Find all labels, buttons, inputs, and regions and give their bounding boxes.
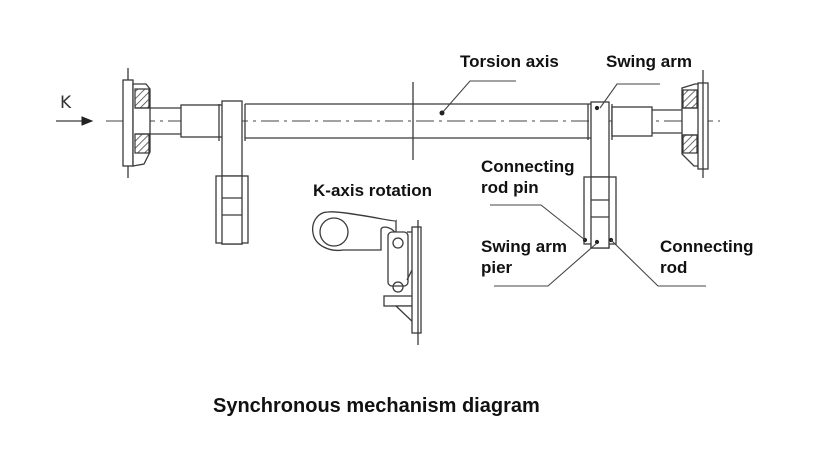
connecting-rod-pin-label-line2: rod pin: [481, 178, 539, 197]
left-swing-arm: [215, 100, 249, 245]
label-torsion-axis: Torsion axis: [439, 52, 559, 116]
left-bearing-assembly: [122, 68, 151, 178]
arrow-head-icon: [81, 116, 94, 126]
swing-arm-pier-label-line2: pier: [481, 258, 513, 277]
swing-arm-label: Swing arm: [606, 52, 692, 71]
right-swing-arm: [582, 101, 617, 249]
connecting-rod-label-line1: Connecting: [660, 237, 754, 256]
connecting-rod-label-line2: rod: [660, 258, 687, 277]
label-connecting-rod: Connecting rod: [610, 237, 754, 287]
k-view-arrow: K: [56, 93, 94, 126]
right-shaft: [611, 106, 682, 137]
k-axis-rotation-view: [312, 211, 422, 345]
diagram-caption: Synchronous mechanism diagram: [213, 395, 540, 417]
swing-arm-pier-label-line1: Swing arm: [481, 237, 567, 256]
k-view-label: K: [60, 93, 72, 113]
connecting-rod-pin-label-line1: Connecting: [481, 157, 575, 176]
torsion-axis-tube: [245, 82, 592, 160]
label-swing-arm: Swing arm: [599, 52, 692, 109]
label-swing-arm-pier: Swing arm pier: [481, 237, 598, 287]
torsion-axis-label: Torsion axis: [460, 52, 559, 71]
label-connecting-rod-pin: Connecting rod pin: [481, 157, 586, 241]
right-bearing-assembly: [681, 70, 709, 178]
label-k-axis-rotation: K-axis rotation: [313, 181, 432, 200]
k-axis-rotation-label: K-axis rotation: [313, 181, 432, 200]
